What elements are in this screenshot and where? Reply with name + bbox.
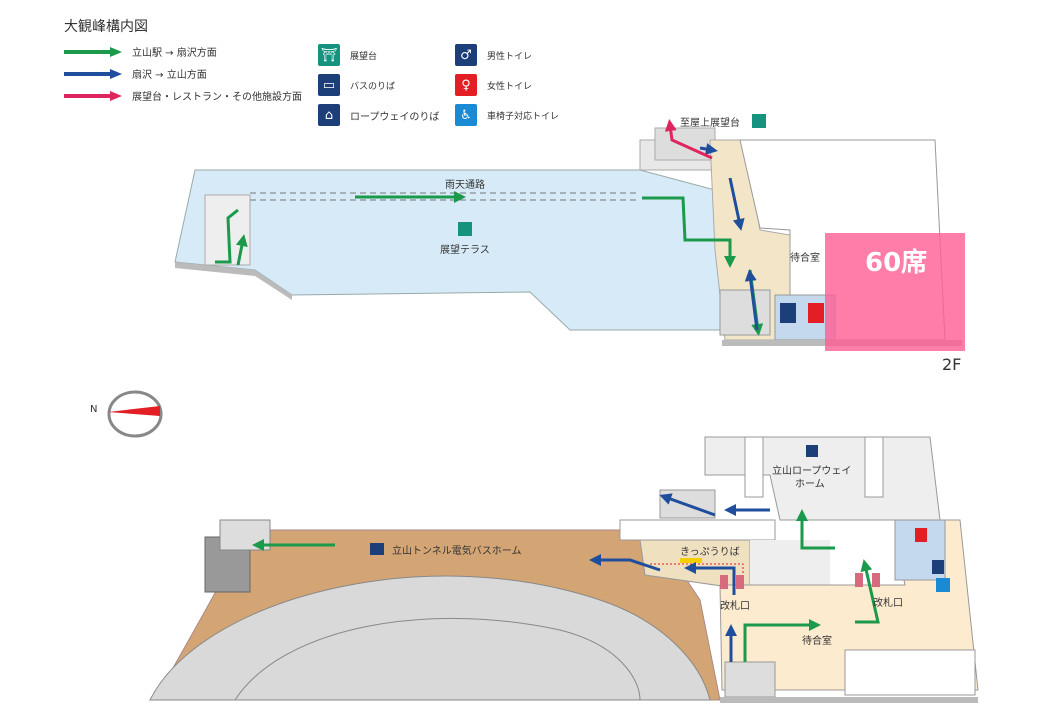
womens-toilet-icon <box>915 528 927 542</box>
ropeway-home-label: 立山ロープウェイ <box>772 466 852 477</box>
bus-icon <box>370 543 384 555</box>
terrace-edge <box>175 262 292 300</box>
legend-bus: ▭ バスのりば <box>318 74 395 96</box>
compass-north: N <box>90 404 98 415</box>
womens-toilet-icon: ♀ <box>455 74 477 96</box>
tickets-label: きっぷうりば <box>680 547 740 558</box>
legend-route-green: 立山駅 → 扇沢方面 <box>64 44 217 59</box>
bus-road <box>149 575 711 701</box>
ropeway-icon <box>806 445 818 457</box>
waiting-room-2f-label: 待合室 <box>790 253 820 264</box>
seat-count: 60席 <box>865 248 928 278</box>
legend-route-blue: 扇沢 → 立山方面 <box>64 66 207 81</box>
mens-toilet-icon <box>932 560 944 574</box>
gate-label-1: 改札口 <box>720 601 750 612</box>
waiting-room-1f-label: 待合室 <box>802 636 832 647</box>
pink-arrow-icon <box>64 90 122 101</box>
blue-arrow-icon <box>64 68 122 79</box>
mens-toilet-icon: ♂ <box>455 44 477 66</box>
legend-label: 女性トイレ <box>487 81 533 92</box>
legend-route-pink: 展望台・レストラン・その他施設方面 <box>64 88 302 103</box>
legend-label: ロープウェイのりば <box>350 111 440 123</box>
green-arrow-icon <box>64 46 122 57</box>
stairs <box>724 661 776 698</box>
wheelchair-toilet-icon <box>936 578 950 592</box>
observation-deck-icon <box>458 222 472 236</box>
passage-label: 雨天通路 <box>445 180 485 191</box>
legend-observation: ⛩ 展望台 <box>318 44 377 66</box>
rooftop-label: 至屋上展望台 <box>680 118 740 129</box>
ropeway-home-label-2: ホーム <box>795 479 825 490</box>
observation-deck-icon: ⛩ <box>318 44 340 66</box>
observation-deck-icon <box>752 114 766 128</box>
legend-label: 車椅子対応トイレ <box>487 111 560 122</box>
gate-label-2: 改札口 <box>873 598 903 609</box>
legend-wheelchair: ♿ 車椅子対応トイレ <box>455 104 559 126</box>
floor-1f <box>149 436 979 703</box>
legend-label: 立山駅 → 扇沢方面 <box>132 48 217 59</box>
legend-ropeway: ⌂ ロープウェイのりば <box>318 104 439 126</box>
legend-label: バスのりば <box>350 81 396 92</box>
womens-toilet-icon <box>808 303 824 323</box>
legend-womens: ♀ 女性トイレ <box>455 74 532 96</box>
mens-toilet-icon <box>780 303 796 323</box>
terrace-label: 展望テラス <box>440 245 490 256</box>
bus-icon: ▭ <box>318 74 340 96</box>
legend-mens: ♂ 男性トイレ <box>455 44 532 66</box>
compass-icon <box>107 390 163 438</box>
legend-label: 展望台・レストラン・その他施設方面 <box>132 92 302 103</box>
legend-label: 扇沢 → 立山方面 <box>132 70 207 81</box>
ropeway-icon: ⌂ <box>318 104 340 126</box>
floor-label: 2F <box>942 355 962 374</box>
seating-highlight <box>825 233 965 351</box>
wheelchair-toilet-icon: ♿ <box>455 104 477 126</box>
map-title: 大観峰構内図 <box>64 19 148 35</box>
floor-2f <box>174 114 965 351</box>
ticket-machine <box>680 558 702 563</box>
legend-label: 展望台 <box>350 51 378 62</box>
stairs <box>719 289 771 336</box>
bus-home-label: 立山トンネル電気バスホーム <box>392 546 522 557</box>
legend-label: 男性トイレ <box>487 51 533 62</box>
